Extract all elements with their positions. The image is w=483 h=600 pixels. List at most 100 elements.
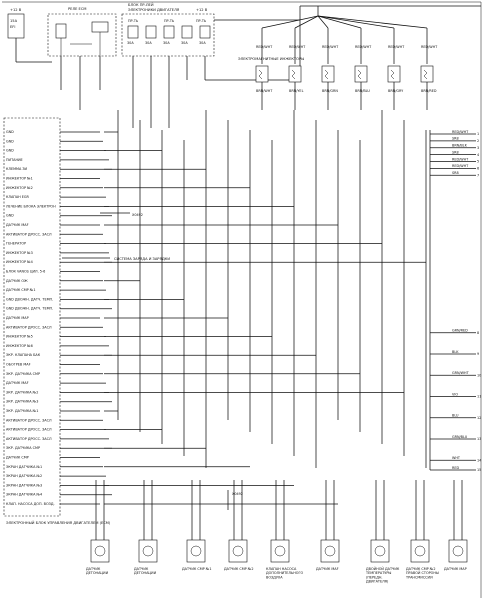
ecu-pin-label: КЛАП. НАСОСА ДОП. ВОЗД. bbox=[6, 502, 55, 506]
connector-ref: 5 bbox=[477, 160, 479, 164]
ecu-pin-label: АКТИВАТОР ДРОСС. ЗАСЛ bbox=[6, 325, 52, 329]
ecu-pin-label: ИНЖЕКТОР №2 bbox=[6, 186, 33, 190]
ecu-pin-label: ЭКР. ДАТЧИКА СМР bbox=[6, 372, 40, 376]
sensor-symbol bbox=[274, 545, 286, 557]
sensor-body bbox=[270, 539, 290, 563]
ecu-pin-label: ИНЖЕКТОР №5 bbox=[6, 335, 33, 339]
ecu-pin-label: GND bbox=[6, 149, 14, 153]
ecu-pin-label: ДАТЧИК ОЖ bbox=[6, 279, 28, 283]
sensor-label: ДАТЧИК MAF bbox=[316, 567, 339, 571]
connector-ref: 2 bbox=[477, 139, 479, 143]
fuse-block-voltage: +12 B bbox=[10, 8, 22, 12]
ecu-pin-label: АКТИВАТОР ДРОСС. ЗАСЛ bbox=[6, 232, 52, 236]
side-wire-5: RED/WHT 5 bbox=[430, 157, 479, 164]
sensor-9: ДАТЧИК MAP bbox=[444, 480, 468, 571]
sensor-label: ДАТЧИК MAP bbox=[444, 567, 467, 571]
sensor-label: ДАТЧИК СМР №1 bbox=[182, 567, 211, 571]
sensor-symbol bbox=[232, 545, 244, 557]
side-wire-color: RED/WHT bbox=[452, 164, 469, 168]
connector-ref: 3 bbox=[477, 146, 479, 150]
ecu-pin-label: ЛЕЧЕНИЕ БЛОКА ЭЛЕКТРОН bbox=[6, 204, 56, 208]
charging-note: СИСТЕМА ЗАРЯДА И ЗАРЯДКИ bbox=[114, 257, 170, 261]
ecu-pin-label: GND bbox=[6, 214, 14, 218]
ecu-pin-label: ЭКРАН ДАТЧИКА №2 bbox=[6, 474, 42, 478]
ecu-pin-label: ЭКР. ДАТЧИКА №1 bbox=[6, 409, 38, 413]
ecu-pin-label: КЛАПАН EGR bbox=[6, 195, 30, 199]
connector-ref: 14 bbox=[477, 458, 481, 462]
sensor-symbol bbox=[452, 545, 464, 557]
ecu-pin-label: GND bbox=[6, 139, 14, 143]
sensor-label: ДАТЧИК СМР №2 bbox=[224, 567, 253, 571]
sensor-symbol bbox=[94, 545, 106, 557]
svg-text:30A: 30A bbox=[181, 41, 188, 45]
injector-coil bbox=[288, 65, 302, 83]
ecu-pin-label: ИНЖЕКТОР №4 bbox=[6, 260, 33, 264]
charging-note-group: СИСТЕМА ЗАРЯДА И ЗАРЯДКИ bbox=[62, 257, 170, 261]
connector-ref: 1 bbox=[477, 132, 479, 136]
ecu-pin-label: ДАТЧИК MAP bbox=[6, 316, 29, 320]
ecu-pin-label: GND ДВОЖН. ДАТЧ. ТЕМП. bbox=[6, 297, 53, 301]
injector-color-top: RED/WHT bbox=[388, 45, 405, 49]
sensor-symbol bbox=[324, 545, 336, 557]
ecu-pin-label: ЭКРАН ДАТЧИКА №3 bbox=[6, 483, 42, 487]
injector-color-top: RED/WHT bbox=[355, 45, 372, 49]
ecu-pin-label: ДАТЧИК MAF bbox=[6, 381, 29, 385]
side-wire-color: RED/WHT bbox=[452, 157, 469, 161]
sensor-symbol bbox=[414, 545, 426, 557]
sensor-symbol bbox=[190, 545, 202, 557]
ecu-pin-label: ИНЖЕКТОР №3 bbox=[6, 251, 33, 255]
ecu-pin-label: GND bbox=[6, 130, 14, 134]
ecu-pin-label: GND ДВОЖН. ДАТЧ. ТЕМП. bbox=[6, 307, 53, 311]
ecu-pin-label: ИНЖЕКТОР №6 bbox=[6, 344, 33, 348]
coil-symbol bbox=[390, 69, 395, 80]
ecu-pin-wires bbox=[60, 110, 427, 505]
side-wire-color: SR8 bbox=[452, 150, 459, 154]
injector-bus-link bbox=[261, 15, 319, 29]
ecu-pin-label: ИНЖЕКТОР №1 bbox=[6, 177, 33, 181]
ecu-footer: ЭЛЕКТРОННЫЙ БЛОК УПРАВЛЕНИЯ ДВИГАТЕЛЕМ (… bbox=[6, 520, 111, 525]
coil-symbol bbox=[291, 69, 296, 80]
relay-title: РЕЛЕ EСМ bbox=[68, 7, 86, 11]
side-wire-14: WHT 14 bbox=[430, 456, 481, 462]
side-wire-color: BLK bbox=[452, 350, 459, 354]
injector-coil bbox=[321, 65, 335, 83]
injector-color-bottom: BRN/YEL bbox=[289, 89, 304, 93]
injector-bus-link bbox=[317, 15, 362, 29]
svg-text:ПР-ТЬ: ПР-ТЬ bbox=[128, 19, 139, 23]
injector-color-bottom: BRN/GRY bbox=[388, 89, 404, 93]
coil-symbol bbox=[258, 69, 263, 80]
sensor-body bbox=[370, 539, 390, 563]
side-wire-9: BLK 9 bbox=[430, 350, 479, 356]
injector-color-top: RED/WHT bbox=[322, 45, 339, 49]
ecu-pin-label: ДАТЧИК СМР №1 bbox=[6, 288, 35, 292]
svg-text:30A: 30A bbox=[199, 41, 206, 45]
ecu-pin-label: ЭКР. КЛАПАНА БАК bbox=[6, 353, 41, 357]
side-wire-color: VIO bbox=[452, 392, 458, 396]
coil-symbol bbox=[357, 69, 362, 80]
block-voltage: +12 B bbox=[196, 8, 208, 12]
connector-ref: 12 bbox=[477, 416, 481, 420]
connector-ref: 9 bbox=[477, 352, 479, 356]
side-wire-color: WHT bbox=[452, 456, 461, 460]
side-wire-color: SR8 bbox=[452, 171, 459, 175]
connector-ref: 8 bbox=[477, 331, 479, 335]
side-wire-color: SR8 bbox=[452, 137, 459, 141]
connector-ref: 4 bbox=[477, 153, 479, 157]
injector-color-bottom: BRN/WHT bbox=[256, 89, 273, 93]
sensor-body bbox=[186, 539, 206, 563]
coil-symbol bbox=[324, 69, 329, 80]
side-wire-color: RED bbox=[452, 466, 459, 470]
